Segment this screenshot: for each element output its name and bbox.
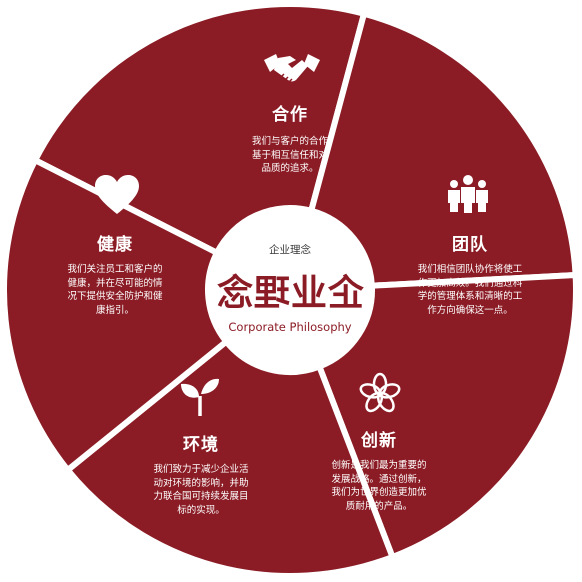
body-line: 健康，并在尽可能的情 [67, 277, 163, 289]
center-circle [208, 208, 372, 372]
segment-title: 合作 [272, 105, 308, 125]
body-line: 我们与客户的合作 [251, 136, 328, 147]
heart-icon [95, 175, 139, 214]
segment-title: 环境 [183, 435, 219, 455]
body-line: 品质的追求。 [261, 163, 319, 174]
body-line: 我们相信团队协作将使工 [417, 264, 523, 275]
segment-innovation: 创新 创新是我们最为重要的 发展战略。通过创新， 我们为世界创造更加优 质耐用的… [314, 426, 444, 513]
segment-body: 我们相信团队协作将使工 作更加高效。我们通过科 学的管理体系和清晰的工 作方向确… [400, 263, 540, 317]
body-line: 力联合国可持续发展目 [153, 491, 249, 502]
body-line: 我们致力于减少企业活 [153, 464, 249, 475]
body-line: 创新是我们最为重要的 [331, 460, 427, 471]
body-line: 标的实现。 [177, 504, 225, 516]
sprout-icon [181, 378, 219, 416]
body-line: 发展战略。通过创新， [331, 473, 427, 485]
segment-title: 创新 [361, 431, 397, 451]
segment-title: 团队 [452, 235, 488, 255]
segment-health: 健康 我们关注员工和客户的 健康，并在尽可能的情 况下提供安全防护和健 康指引。 [50, 230, 180, 317]
center-subtitle: Corporate Philosophy [228, 320, 352, 334]
body-line: 作方向确保这一点。 [427, 304, 513, 316]
body-line: 学的管理体系和清晰的工 [417, 291, 523, 302]
handshake-icon [264, 54, 320, 83]
body-line: 我们关注员工和客户的 [67, 264, 163, 275]
body-line: 动对环境的影响，并助 [153, 477, 249, 489]
body-line: 质耐用的产品。 [345, 500, 413, 512]
segment-body: 我们与客户的合作 基于相互信任和对 品质的追求。 [230, 135, 350, 176]
center-seal-logo: 企业理念 [216, 272, 365, 314]
center-label: 企业理念 [269, 244, 311, 256]
team-people-icon [448, 175, 488, 213]
segment-body: 我们关注员工和客户的 健康，并在尽可能的情 况下提供安全防护和健 康指引。 [50, 263, 180, 317]
segment-cooperation: 合作 我们与客户的合作 基于相互信任和对 品质的追求。 [230, 100, 350, 176]
segment-body: 我们致力于减少企业活 动对环境的影响，并助 力联合国可持续发展目 标的实现。 [136, 463, 266, 517]
body-line: 康指引。 [95, 304, 134, 316]
segment-title: 健康 [97, 235, 133, 255]
body-line: 我们为世界创造更加优 [331, 487, 427, 498]
body-line: 况下提供安全防护和健 [67, 291, 163, 302]
segment-environment: 环境 我们致力于减少企业活 动对环境的影响，并助 力联合国可持续发展目 标的实现… [136, 430, 266, 517]
body-line: 基于相互信任和对 [251, 149, 328, 161]
atom-flower-icon [359, 372, 401, 413]
segment-body: 创新是我们最为重要的 发展战略。通过创新， 我们为世界创造更加优 质耐用的产品。 [314, 459, 444, 513]
segment-team: 团队 我们相信团队协作将使工 作更加高效。我们通过科 学的管理体系和清晰的工 作… [400, 230, 540, 317]
body-line: 作更加高效。我们通过科 [417, 277, 523, 289]
